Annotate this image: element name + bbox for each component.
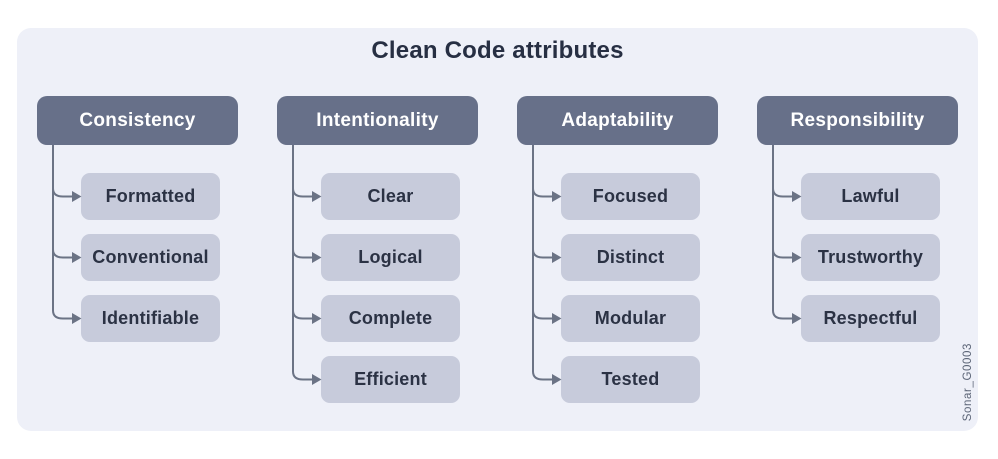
watermark-label: Sonar_G0003 <box>962 342 974 421</box>
attribute-box: Clear <box>321 173 460 220</box>
attribute-box: Focused <box>561 173 700 220</box>
category-header: Responsibility <box>757 96 958 145</box>
attribute-box: Conventional <box>81 234 220 281</box>
attribute-box: Tested <box>561 356 700 403</box>
category-header: Consistency <box>37 96 238 145</box>
attribute-box: Respectful <box>801 295 940 342</box>
diagram-title: Clean Code attributes <box>371 37 624 64</box>
attribute-box: Logical <box>321 234 460 281</box>
category-header: Intentionality <box>277 96 478 145</box>
attribute-box: Efficient <box>321 356 460 403</box>
category-header: Adaptability <box>517 96 718 145</box>
attribute-box: Lawful <box>801 173 940 220</box>
attribute-box: Distinct <box>561 234 700 281</box>
attribute-box: Trustworthy <box>801 234 940 281</box>
attribute-box: Identifiable <box>81 295 220 342</box>
attribute-box: Formatted <box>81 173 220 220</box>
attribute-box: Modular <box>561 295 700 342</box>
attribute-box: Complete <box>321 295 460 342</box>
